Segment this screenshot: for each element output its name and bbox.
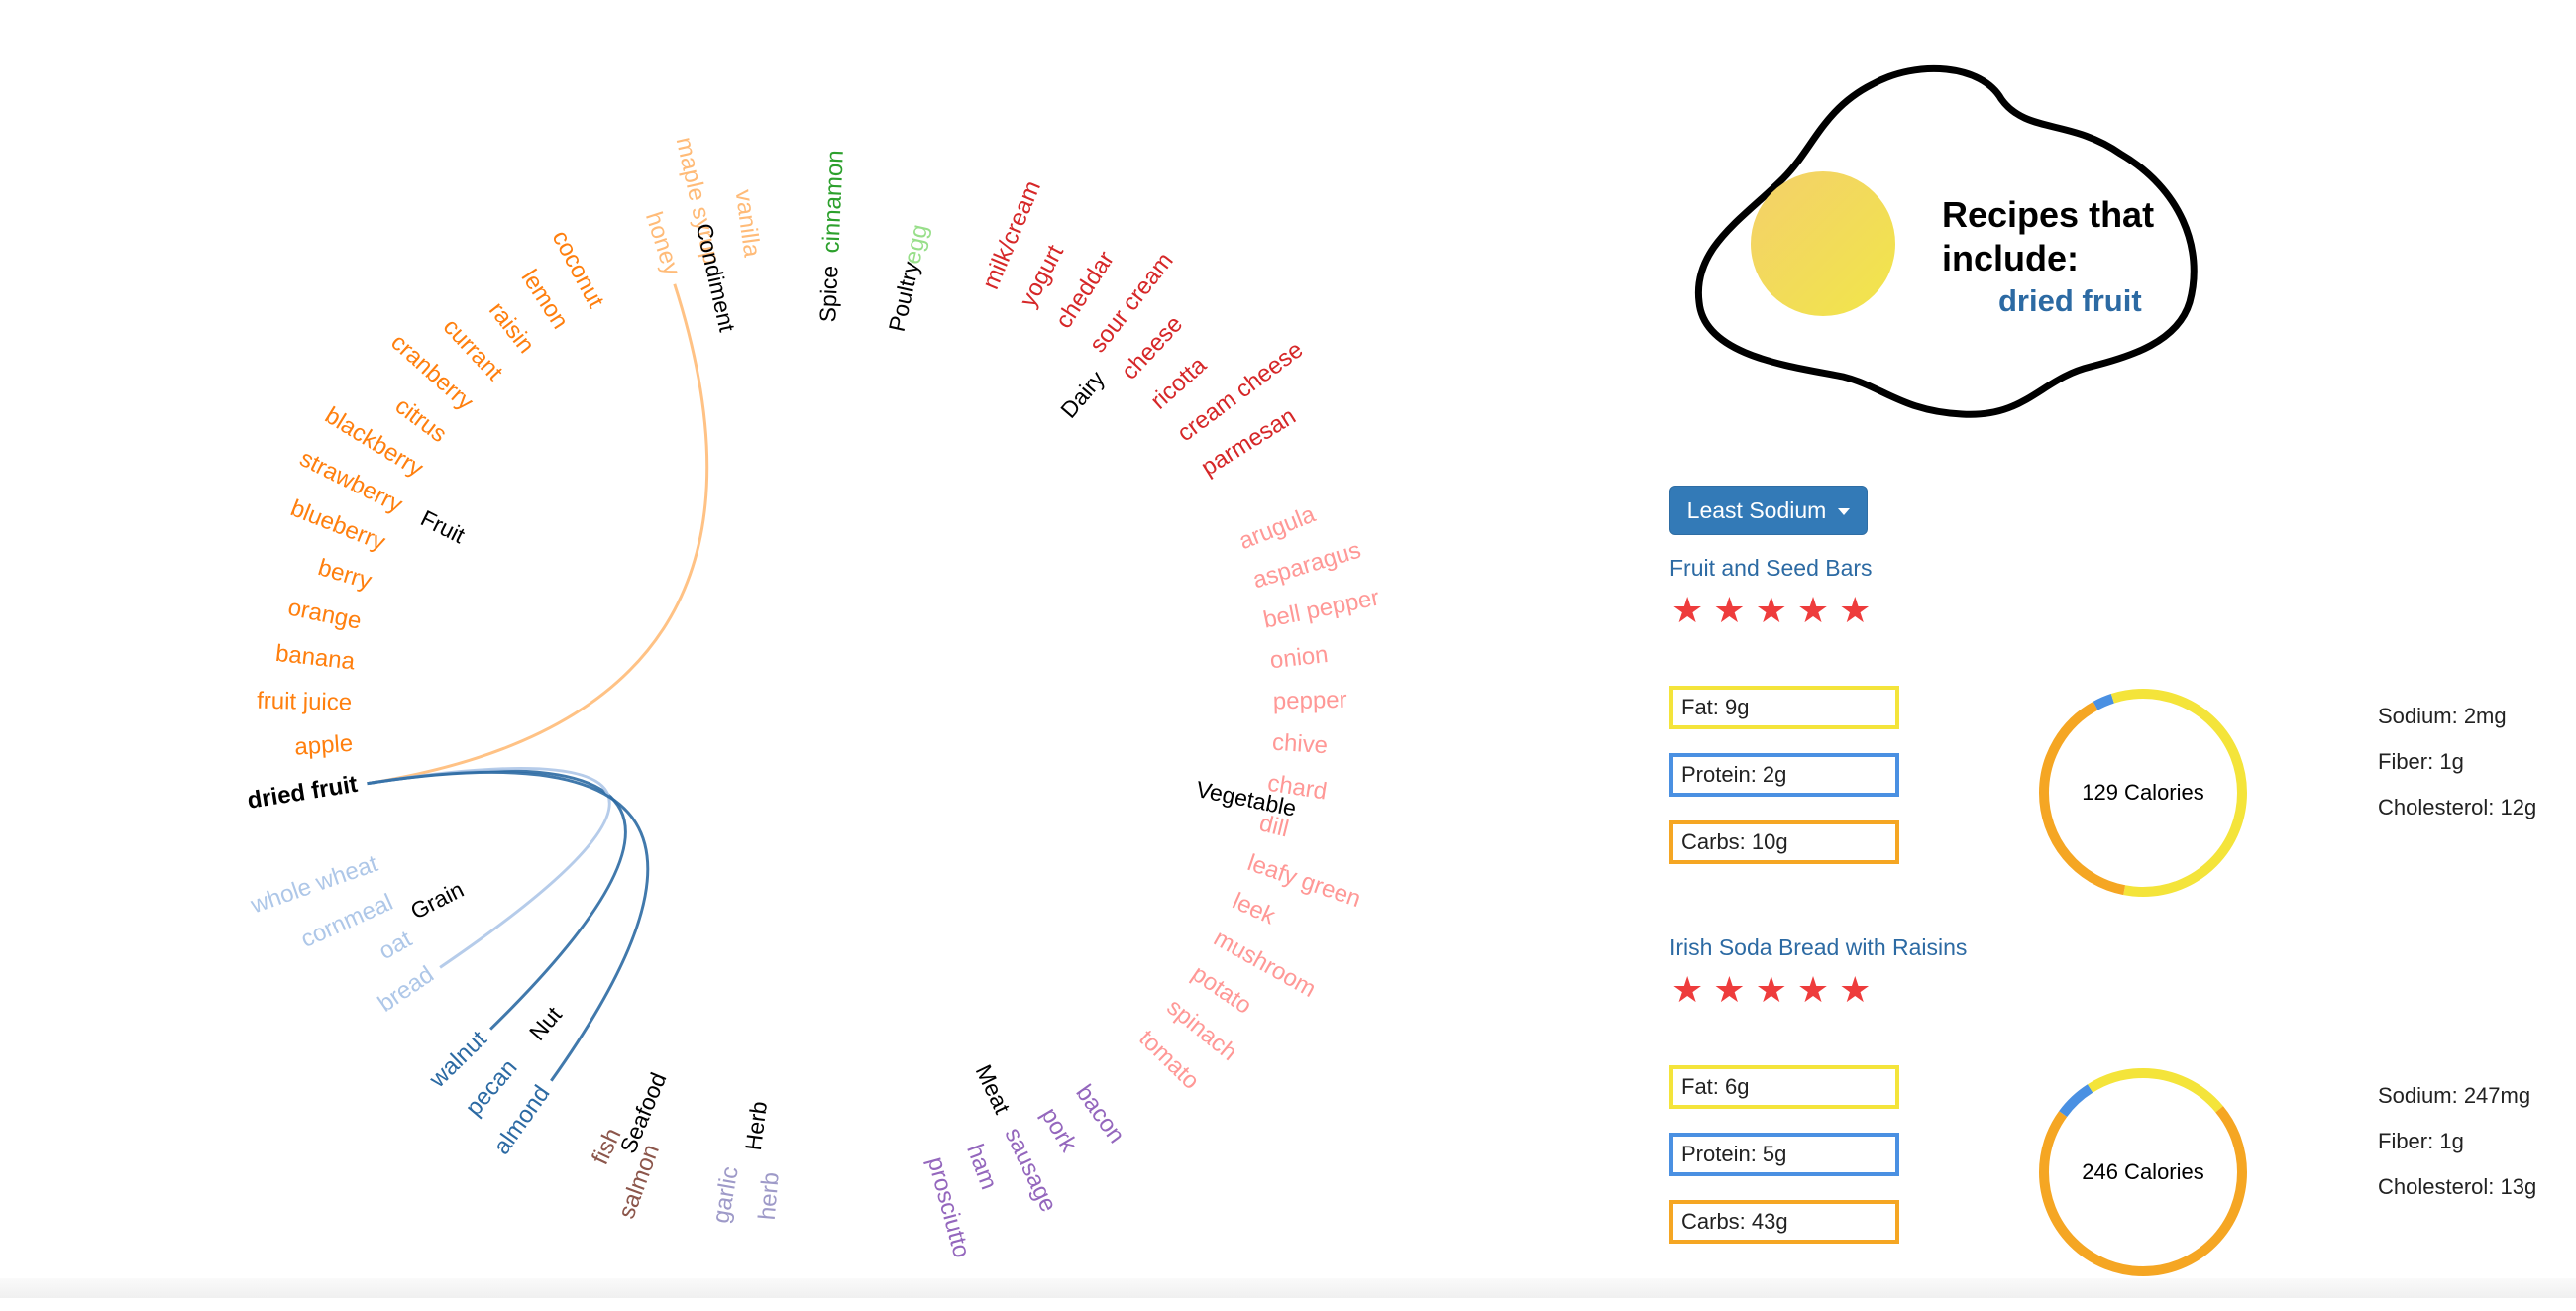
star-icon: ★	[1713, 590, 1746, 630]
ingredient-label[interactable]: pepper	[1273, 687, 1347, 715]
star-icon: ★	[1671, 969, 1704, 1010]
calorie-ring: 246 Calories	[2034, 1063, 2252, 1281]
star-icon: ★	[1839, 590, 1872, 630]
caret-down-icon	[1838, 508, 1851, 515]
ingredient-label[interactable]: berry	[315, 554, 375, 595]
ingredient-label[interactable]: bell pepper	[1261, 584, 1382, 633]
calorie-ring: 129 Calories	[2034, 684, 2252, 902]
star-icon: ★	[1671, 590, 1704, 630]
fat-box: Fat: 6g	[1669, 1065, 1899, 1109]
egg-panel: Recipes that include: dried fruit	[1684, 59, 2219, 426]
carbs-box: Carbs: 10g	[1669, 820, 1899, 864]
fiber-stat: Fiber: 1g	[2378, 749, 2464, 774]
ingredient-label[interactable]: citrus	[390, 392, 452, 448]
category-label: Nut	[524, 1001, 567, 1045]
protein-box: Protein: 5g	[1669, 1133, 1899, 1176]
category-label: Spice	[814, 265, 842, 323]
star-icon: ★	[1755, 969, 1787, 1010]
category-label: Dairy	[1055, 366, 1110, 423]
ingredient-label[interactable]: vanilla	[730, 188, 766, 260]
cholesterol-stat: Cholesterol: 13g	[2378, 1174, 2537, 1199]
carbs-box: Carbs: 43g	[1669, 1200, 1899, 1244]
ingredient-label[interactable]: cinnamon	[817, 150, 849, 254]
connection-link	[367, 283, 709, 786]
bottom-scroll-area	[0, 1278, 2576, 1298]
ingredient-label[interactable]: orange	[285, 595, 364, 635]
ingredient-label[interactable]: prosciutto	[922, 1154, 976, 1260]
recipe-card: Irish Soda Bread with Raisins ★★★★★ Fat:…	[1669, 934, 2561, 1311]
category-label: Grain	[406, 876, 468, 925]
ingredient-label[interactable]: leek	[1229, 888, 1280, 930]
ingredient-label[interactable]: egg	[899, 222, 933, 267]
cholesterol-stat: Cholesterol: 12g	[2378, 795, 2537, 819]
egg-outline	[1694, 64, 2198, 418]
star-icon: ★	[1796, 590, 1830, 630]
ingredient-label[interactable]: oat	[375, 926, 417, 965]
ingredient-label[interactable]: chive	[1271, 729, 1329, 760]
star-rating: ★★★★★	[1671, 593, 1871, 628]
ingredient-label[interactable]: arugula	[1235, 500, 1320, 555]
ring-segment-fat	[2039, 689, 2247, 897]
fat-box: Fat: 9g	[1669, 686, 1899, 729]
sort-dropdown-button[interactable]: Least Sodium	[1669, 486, 1868, 535]
star-icon: ★	[1755, 590, 1787, 630]
ingredient-label[interactable]: pork	[1035, 1103, 1082, 1157]
ingredient-label[interactable]: fruit juice	[257, 688, 353, 716]
ingredient-label[interactable]: onion	[1268, 641, 1329, 674]
ingredient-label[interactable]: honey	[640, 209, 686, 279]
sodium-stat: Sodium: 247mg	[2378, 1083, 2531, 1108]
ingredient-label[interactable]: banana	[274, 640, 357, 676]
category-label: Condiment	[692, 221, 741, 335]
calories-label: 246 Calories	[2082, 1159, 2204, 1184]
category-label: Herb	[740, 1100, 772, 1152]
star-rating: ★★★★★	[1671, 972, 1871, 1008]
ingredient-label[interactable]: ham	[961, 1141, 1003, 1193]
category-label: Poultry	[884, 259, 924, 334]
recipe-card: Fruit and Seed Bars ★★★★★ Fat: 9g Protei…	[1669, 555, 2561, 931]
egg-title: Recipes that include:	[1942, 194, 2155, 278]
recipe-title[interactable]: Fruit and Seed Bars	[1669, 555, 1873, 581]
ingredient-label[interactable]: herb	[754, 1171, 785, 1221]
calories-label: 129 Calories	[2082, 780, 2204, 805]
ingredient-wheel: herbgarlicHerbsalmonfishSeafoodalmondpec…	[246, 135, 1382, 1260]
selected-ingredient: dried fruit	[1998, 283, 2142, 318]
ring-segment-carbs	[2039, 1068, 2247, 1276]
ring-segment-fat	[2039, 1068, 2247, 1276]
star-icon: ★	[1713, 969, 1746, 1010]
star-icon: ★	[1839, 969, 1872, 1010]
ingredient-label[interactable]: dried fruit	[246, 771, 360, 815]
star-icon: ★	[1796, 969, 1830, 1010]
sort-label: Least Sodium	[1686, 496, 1827, 523]
category-label: Seafood	[614, 1069, 671, 1157]
fiber-stat: Fiber: 1g	[2378, 1129, 2464, 1153]
ingredient-label[interactable]: apple	[294, 730, 354, 761]
ingredient-label[interactable]: bread	[374, 961, 439, 1018]
recipe-title[interactable]: Irish Soda Bread with Raisins	[1669, 934, 1968, 960]
yolk	[1751, 171, 1895, 316]
category-label: Fruit	[417, 505, 470, 549]
connection-link	[367, 770, 650, 1082]
protein-box: Protein: 2g	[1669, 753, 1899, 797]
sodium-stat: Sodium: 2mg	[2378, 704, 2507, 728]
ring-segment-carbs	[2039, 689, 2247, 897]
ingredient-label[interactable]: garlic	[707, 1164, 744, 1225]
category-label: Meat	[971, 1060, 1017, 1118]
